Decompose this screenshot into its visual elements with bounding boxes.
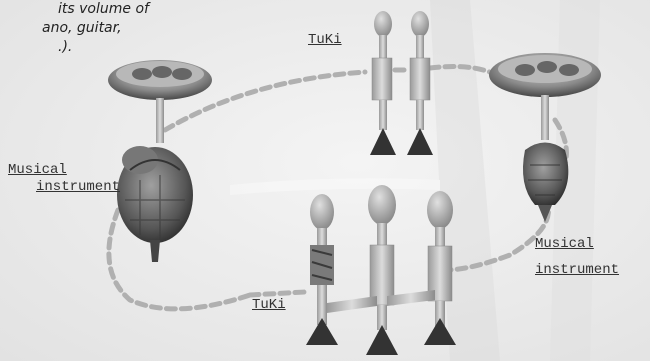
musical-instrument-left-label-line-2: instrument bbox=[36, 179, 120, 196]
description-line-3: .). bbox=[58, 38, 135, 57]
description-line-1: its volume of bbox=[58, 0, 135, 19]
musical-instrument-right-label[interactable]: Musical instrument bbox=[535, 236, 619, 279]
description-line-2: ano, guitar, bbox=[42, 19, 135, 38]
description-text: its volume of ano, guitar, .). bbox=[0, 0, 135, 57]
cable-bottom-to-device bbox=[250, 292, 305, 295]
tuki-device-bottom bbox=[306, 185, 456, 355]
musical-instrument-left bbox=[117, 146, 193, 262]
tuki-label-top[interactable]: TuKi bbox=[308, 32, 342, 49]
musical-instrument-right-label-line-2: instrument bbox=[535, 262, 619, 279]
tuki-label-bottom[interactable]: TuKi bbox=[252, 297, 286, 314]
speaker-bowl-left bbox=[108, 60, 212, 143]
musical-instrument-left-label[interactable]: Musical instrument bbox=[8, 162, 120, 196]
tuki-device-top bbox=[370, 11, 433, 155]
musical-instrument-left-label-line-1: Musical bbox=[8, 162, 120, 179]
musical-instrument-right-label-line-1: Musical bbox=[535, 236, 619, 253]
